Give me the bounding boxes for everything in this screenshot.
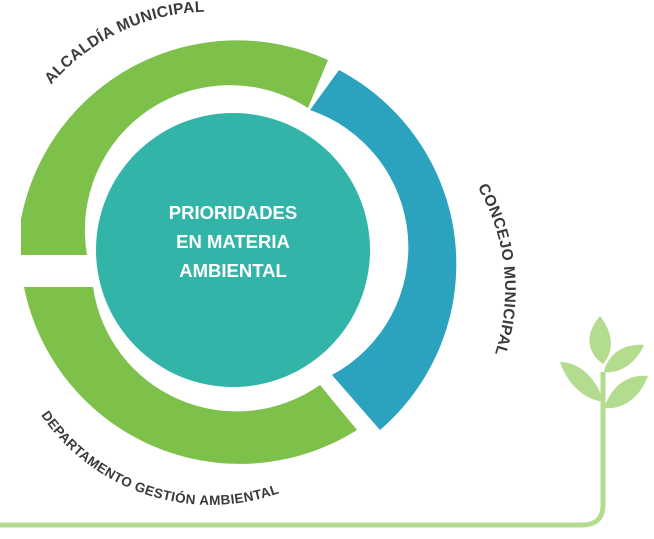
plant-decoration bbox=[0, 316, 648, 528]
plant-leaf-right-lower bbox=[604, 375, 648, 409]
plant-leaf-top bbox=[589, 316, 611, 364]
segment-concejo bbox=[310, 70, 457, 430]
center-label: PRIORIDADES EN MATERIA AMBIENTAL bbox=[169, 202, 298, 281]
plant-leaf-right-upper bbox=[604, 344, 644, 373]
segment-alcaldia bbox=[21, 40, 328, 255]
ground-line bbox=[0, 372, 606, 528]
center-line-3: AMBIENTAL bbox=[179, 260, 287, 281]
plant-leaf-left-lower bbox=[560, 362, 603, 402]
label-concejo: CONCEJO MUNICIPAL bbox=[474, 181, 518, 358]
center-line-2: EN MATERIA bbox=[176, 231, 290, 252]
label-concejo-text: CONCEJO MUNICIPAL bbox=[474, 181, 518, 358]
center-circle bbox=[96, 113, 370, 387]
segment-departamento bbox=[24, 287, 357, 464]
center-line-1: PRIORIDADES bbox=[169, 202, 298, 223]
